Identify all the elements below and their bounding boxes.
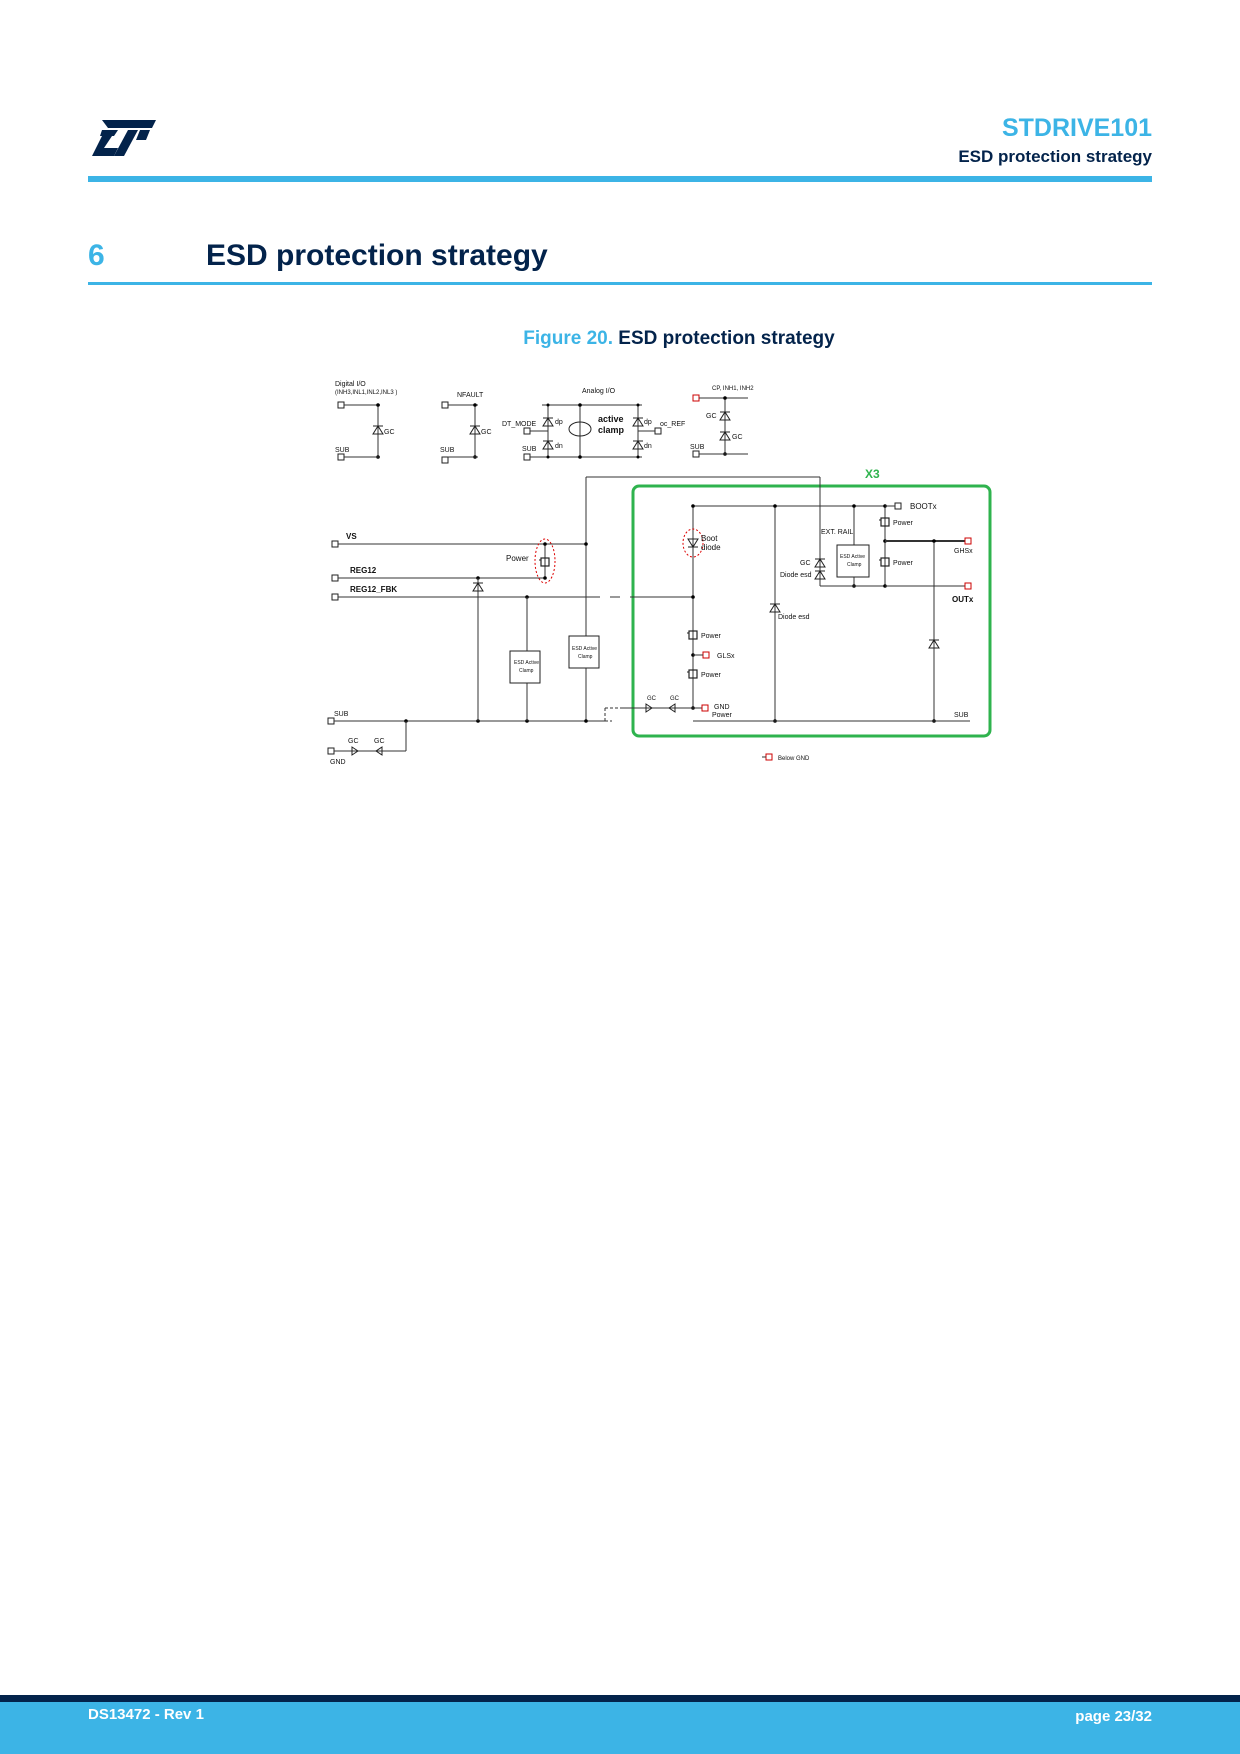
label-power-hs1: Power	[893, 520, 914, 527]
st-logo	[92, 120, 156, 156]
label-gc-x3-2: GC	[670, 696, 680, 702]
header-rule	[88, 176, 1152, 182]
label-glsx: GLSx	[717, 653, 735, 660]
footer-dark-rule	[0, 1695, 1240, 1702]
pin-nfault	[441, 401, 449, 409]
pin-oc-ref	[654, 427, 662, 435]
footer-bar	[0, 1702, 1240, 1754]
pin-reg12-fbk	[331, 593, 339, 601]
highlight-power	[534, 538, 556, 584]
label-reg12-fbk: REG12_FBK	[350, 585, 397, 594]
label-sub-analog: SUB	[522, 446, 537, 453]
label-clamp-2: Clamp	[578, 654, 593, 660]
label-gc-digital: GC	[384, 429, 395, 436]
label-analog-io: Analog I/O	[582, 388, 616, 395]
pin-gnd-power	[701, 704, 709, 712]
pin-reg12	[331, 574, 339, 582]
label-esd-active-2: ESD Active	[572, 646, 597, 652]
label-esd-active-3: ESD Active	[840, 554, 865, 560]
label-dn-right: dn	[644, 443, 652, 450]
label-gc-gnd-2: GC	[374, 738, 385, 745]
footer-page-number: page 23/32	[1075, 1708, 1152, 1725]
label-reg12: REG12	[350, 566, 377, 575]
pin-bootx	[894, 502, 902, 510]
label-power-left: Power	[506, 554, 529, 563]
pin-glsx	[702, 651, 710, 659]
pin-vs	[331, 540, 339, 548]
x3-box	[631, 484, 992, 738]
label-digital-io: Digital I/O	[335, 381, 366, 388]
label-dp-left: dp	[555, 419, 563, 426]
legend-below-gnd-swatch	[765, 753, 773, 761]
pin-digital-io	[337, 401, 345, 409]
label-x3: X3	[865, 467, 880, 481]
label-gnd-left: GND	[330, 759, 346, 766]
label-active: active	[598, 414, 624, 424]
section-title: ESD protection strategy	[206, 239, 548, 272]
pin-sub-digital	[337, 453, 345, 461]
label-gc-gnd-1: GC	[348, 738, 359, 745]
label-dn-left: dn	[555, 443, 563, 450]
label-boot: Boot	[701, 534, 718, 543]
label-nfault: NFAULT	[457, 392, 484, 399]
label-clamp: clamp	[598, 425, 625, 435]
pin-ghsx	[964, 537, 972, 545]
label-sub-right: SUB	[954, 712, 969, 719]
label-sub-digital: SUB	[335, 447, 350, 454]
label-clamp-1: Clamp	[519, 668, 534, 674]
pin-sub-analog	[523, 453, 531, 461]
highlight-boot-diode	[682, 528, 704, 558]
label-cp-pins: CP, INH1, INH2	[712, 386, 754, 392]
footer-doc-id: DS13472 - Rev 1	[88, 1706, 204, 1723]
label-gc-nfault: GC	[481, 429, 492, 436]
esd-clamp-2	[568, 635, 600, 669]
label-sub-nfault: SUB	[440, 447, 455, 454]
label-below-gnd: Below GND	[778, 756, 810, 762]
esd-schematic: Digital I/O (INH3,INL1,INL2,INL3 ) GC SU…	[327, 381, 992, 766]
label-gc-x3-1: GC	[647, 696, 657, 702]
label-sub-cp: SUB	[690, 444, 705, 451]
pin-gnd-left	[327, 747, 335, 755]
figure-title: ESD protection strategy	[618, 328, 835, 349]
label-gc-cp-1: GC	[706, 413, 717, 420]
label-ext-rail: EXT. RAIL	[821, 529, 853, 536]
label-power-ls2: Power	[701, 672, 722, 679]
label-sub-left: SUB	[334, 711, 349, 718]
esd-clamp-1	[509, 650, 541, 684]
pin-sub-cp	[692, 450, 700, 458]
pin-sub-left	[327, 717, 335, 725]
label-gc-cp-2: GC	[732, 434, 743, 441]
label-power-ls1: Power	[701, 633, 722, 640]
label-diode-esd-1: Diode esd	[778, 614, 810, 621]
label-dp-right: dp	[644, 419, 652, 426]
label-esd-active-1: ESD Active	[514, 660, 539, 666]
label-oc-ref: oc_REF	[660, 421, 685, 428]
pin-dt-mode	[523, 427, 531, 435]
document-subtitle: ESD protection strategy	[958, 147, 1152, 166]
label-gnd-x3: GND	[714, 704, 730, 711]
section-number: 6	[88, 239, 105, 272]
label-ghsx: GHSx	[954, 548, 973, 555]
document-title: STDRIVE101	[1001, 114, 1152, 142]
label-diode: diode	[701, 543, 721, 552]
label-dt-mode: DT_MODE	[502, 421, 537, 428]
label-gc-ext: GC	[800, 560, 811, 567]
label-bootx: BOOTx	[910, 502, 937, 511]
esd-clamp-3	[836, 544, 870, 578]
label-digital-io-pins: (INH3,INL1,INL2,INL3 )	[335, 390, 397, 396]
pin-cp	[692, 394, 700, 402]
figure-number: Figure 20.	[523, 328, 614, 349]
label-power-hs2: Power	[893, 560, 914, 567]
label-vs: VS	[346, 532, 357, 541]
label-diode-esd-2: Diode esd	[780, 572, 812, 579]
label-outx: OUTx	[952, 595, 974, 604]
figure-caption: Figure 20. ESD protection strategy	[0, 328, 1240, 350]
pin-outx	[964, 582, 972, 590]
label-power-gnd: Power	[712, 712, 733, 719]
pin-sub-nfault	[441, 456, 449, 464]
section-rule	[88, 282, 1152, 285]
label-clamp-3: Clamp	[847, 562, 862, 568]
